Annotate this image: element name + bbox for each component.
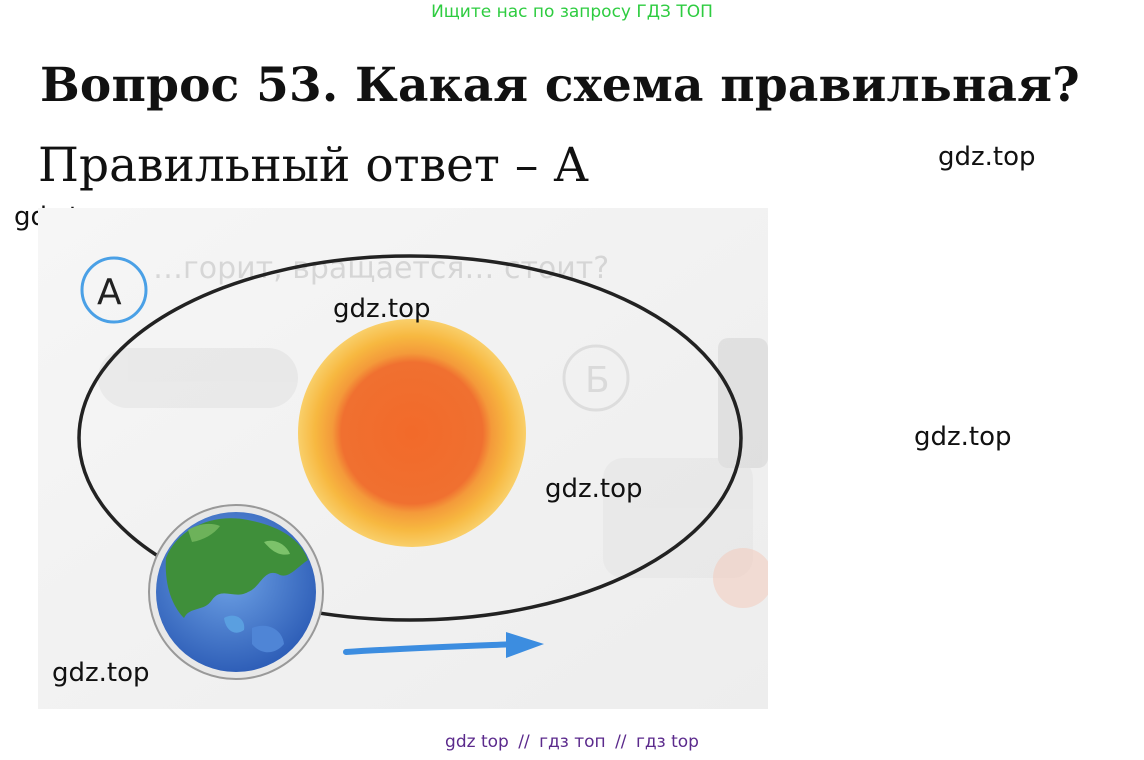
direction-arrow	[343, 632, 544, 658]
ghost-shape	[718, 338, 768, 468]
footer-links: gdz top // гдз топ // гдз top	[0, 732, 1144, 752]
page-bleed-through: …горит, вращается… стоит? Б	[98, 251, 768, 578]
footer-link-gdz-top[interactable]: gdz top	[445, 732, 509, 752]
ghost-shape	[98, 348, 298, 408]
footer-link-gdz-top-ru[interactable]: гдз топ	[539, 732, 606, 752]
orbit-ellipse	[77, 254, 743, 622]
watermark: gdz.top	[545, 474, 643, 504]
footer-separator: //	[518, 732, 530, 752]
footer-separator: //	[615, 732, 627, 752]
orbit-illustration: …горит, вращается… стоит? Б А	[38, 208, 768, 709]
question-title: Вопрос 53. Какая схема правильная?	[40, 58, 1080, 113]
watermark: gdz.top	[333, 294, 431, 324]
watermark: gdz.top	[914, 422, 1012, 452]
label-b-circle	[562, 344, 630, 412]
earth	[148, 504, 324, 680]
sun	[298, 319, 526, 547]
label-b-text: Б	[585, 360, 610, 401]
watermark: gdz.top	[938, 142, 1036, 172]
label-a-circle	[80, 256, 148, 324]
ghost-shape	[603, 458, 753, 578]
watermark: gdz.top	[52, 658, 150, 688]
label-a-text: А	[97, 272, 122, 313]
search-banner: Ищите нас по запросу ГДЗ ТОП	[431, 2, 713, 22]
answer-text: Правильный ответ – А	[38, 138, 589, 193]
orbit-diagram: …горит, вращается… стоит? Б А	[38, 208, 768, 709]
ghost-shape	[713, 548, 768, 608]
footer-link-gdz-top-mixed[interactable]: гдз top	[635, 732, 699, 752]
